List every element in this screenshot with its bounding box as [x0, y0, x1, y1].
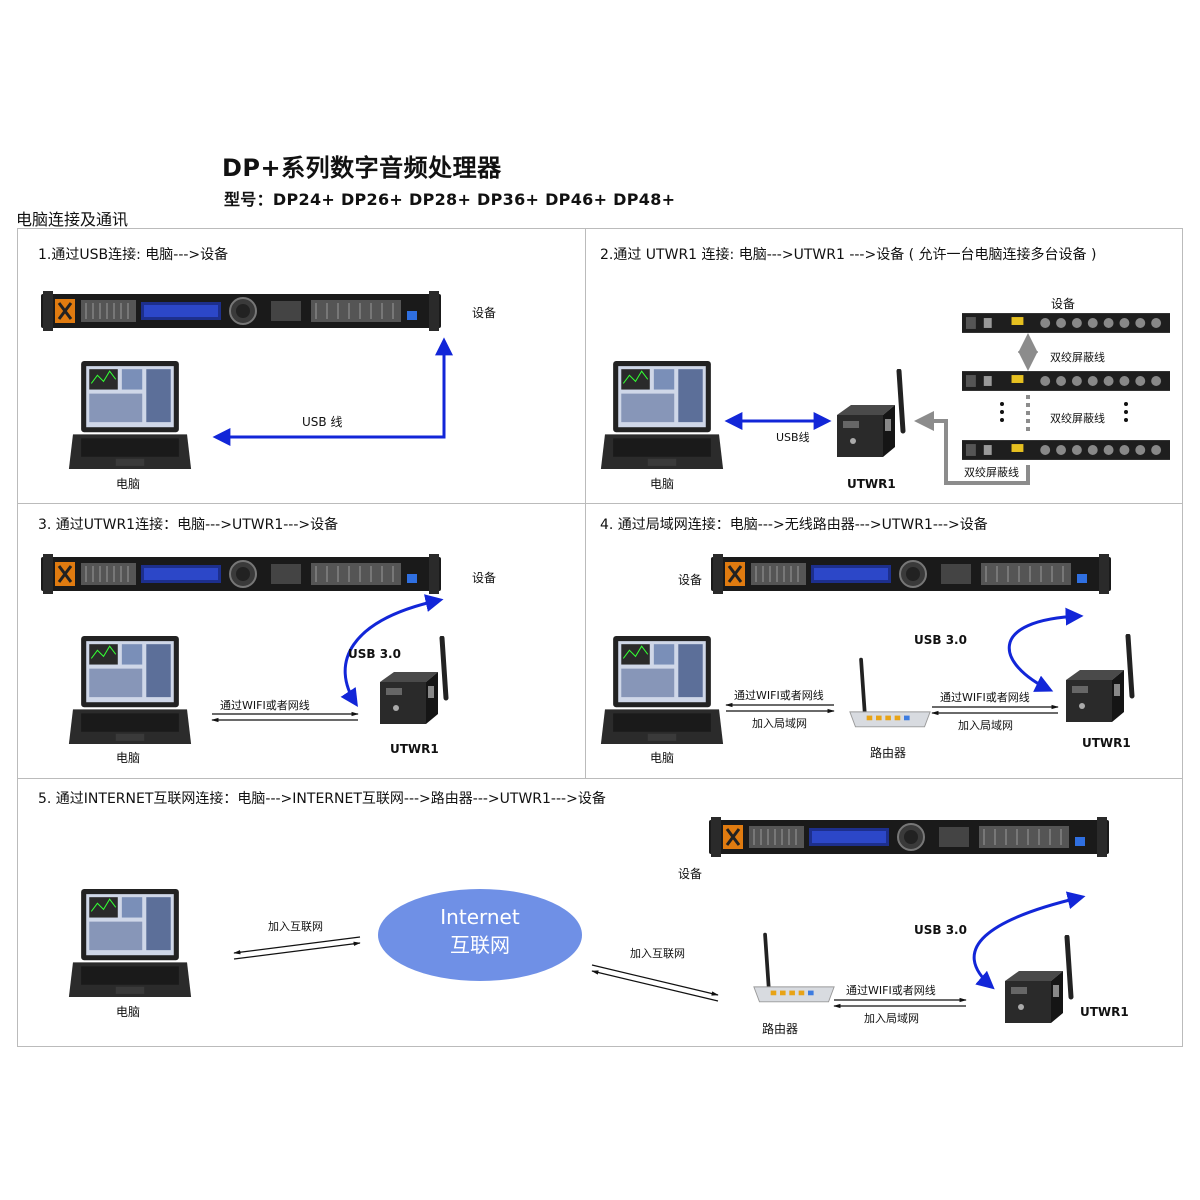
panel-internet-connection: 5. 通过INTERNET互联网连接：电脑--->INTERNET互联网--->… [17, 778, 1183, 1047]
wifi-label-2: 通过WIFI或者网线 [940, 691, 1030, 704]
join-arrow-2-in [591, 970, 719, 1002]
page-title: DP+系列数字音频处理器 [222, 154, 502, 182]
pc-label: 电脑 [116, 477, 141, 491]
utwr1-image [837, 371, 903, 457]
internet-cloud-text: Internet 互联网 [378, 903, 582, 959]
internet-cn: 互联网 [450, 933, 510, 957]
usb-cable-arrow [212, 337, 453, 446]
usb3-link-arrow [1007, 607, 1084, 692]
panel-title: 5. 通过INTERNET互联网连接：电脑--->INTERNET互联网--->… [38, 791, 606, 807]
dsp-device-image [40, 554, 442, 594]
join-label-2: 加入互联网 [630, 947, 685, 960]
dsp-device-image [710, 554, 1112, 594]
panel-usb-connection: 1.通过USB连接: 电脑--->设备 设备 USB 线 电脑 [17, 228, 586, 504]
join-arrow-1-out [233, 941, 361, 960]
device-label: 设备 [678, 867, 703, 881]
join-arrow-2-out [591, 964, 719, 996]
device-label: 设备 [678, 573, 703, 587]
panel-internet-graphics [68, 817, 1110, 1048]
twisted-link-to-utwr [914, 411, 1030, 485]
twisted-label-2: 双绞屏蔽线 [1050, 412, 1105, 425]
panel-title: 4. 通过局域网连接：电脑--->无线路由器--->UTWR1--->设备 [600, 517, 988, 533]
device-rear-3 [962, 440, 1170, 460]
computer-image [68, 635, 192, 745]
pc-label: 电脑 [116, 1005, 141, 1019]
pc-label: 电脑 [650, 477, 675, 491]
internet-en: Internet [440, 905, 520, 929]
panel-title: 3. 通过UTWR1连接：电脑--->UTWR1--->设备 [38, 517, 339, 533]
continuation-dots [1000, 402, 1128, 422]
device-label: 设备 [472, 306, 497, 320]
usb-label: USB线 [776, 431, 810, 444]
twisted-label-1: 双绞屏蔽线 [1050, 351, 1105, 364]
pc-label: 电脑 [116, 751, 141, 765]
usb3-link-arrow [972, 891, 1086, 990]
device-rear-1 [962, 313, 1170, 333]
lan-label: 加入局域网 [864, 1012, 919, 1025]
wifi-label: 通过WIFI或者网线 [846, 984, 936, 997]
utwr1-label: UTWR1 [1082, 736, 1131, 750]
panel-utwr-graphics [40, 554, 587, 745]
model-list: 型号：DP24+ DP26+ DP28+ DP36+ DP46+ DP48+ [224, 190, 676, 209]
panel-lan-connection: 4. 通过局域网连接：电脑--->无线路由器--->UTWR1--->设备 设备… [585, 503, 1183, 779]
panel-usb-graphics [40, 291, 453, 470]
dsp-device-image [708, 817, 1110, 857]
device-rear-2 [962, 371, 1170, 391]
utwr1-label: UTWR1 [1080, 1005, 1129, 1019]
join-label-1: 加入互联网 [268, 920, 323, 933]
internet-cloud [378, 889, 582, 981]
usb3-label: USB 3.0 [914, 923, 967, 937]
utwr1-label: UTWR1 [390, 742, 439, 756]
usb3-label: USB 3.0 [914, 633, 967, 647]
computer-image [600, 360, 724, 470]
computer-image [68, 360, 192, 470]
usb-cable-label: USB 线 [302, 415, 343, 429]
computer-image [68, 888, 192, 998]
usb3-link-arrow [340, 594, 444, 708]
utwr1-image [1005, 937, 1071, 1023]
usb3-label: USB 3.0 [348, 647, 401, 661]
panel-lan-graphics [600, 554, 1184, 745]
lan-label-1: 加入局域网 [752, 717, 807, 730]
panel-title: 2.通过 UTWR1 连接: 电脑--->UTWR1 --->设备 ( 允许一台… [600, 247, 1097, 263]
router-image [754, 935, 834, 1002]
section-label: 电脑连接及通讯 [16, 210, 129, 229]
wifi-label-1: 通过WIFI或者网线 [734, 689, 824, 702]
panel-utwr-multi-graphics [600, 313, 1170, 485]
twisted-label-3: 双绞屏蔽线 [964, 466, 1019, 479]
panel-utwr-connection: 3. 通过UTWR1连接：电脑--->UTWR1--->设备 设备 USB 3.… [17, 503, 586, 779]
router-label: 路由器 [870, 746, 907, 760]
pc-label: 电脑 [650, 751, 675, 765]
device-label: 设备 [1051, 297, 1076, 311]
panel-title: 1.通过USB连接: 电脑--->设备 [38, 247, 229, 263]
wifi-label: 通过WIFI或者网线 [220, 699, 310, 712]
join-arrow-1-in [233, 936, 361, 955]
router-label: 路由器 [762, 1022, 799, 1036]
utwr1-label: UTWR1 [847, 477, 896, 491]
lan-label-2: 加入局域网 [958, 719, 1013, 732]
utwr1-image [1066, 636, 1132, 722]
router-image [850, 660, 930, 727]
panel-utwr-multi-connection: 2.通过 UTWR1 连接: 电脑--->UTWR1 --->设备 ( 允许一台… [585, 228, 1183, 504]
device-label: 设备 [472, 571, 497, 585]
computer-image [600, 635, 724, 745]
dsp-device-image [40, 291, 442, 331]
